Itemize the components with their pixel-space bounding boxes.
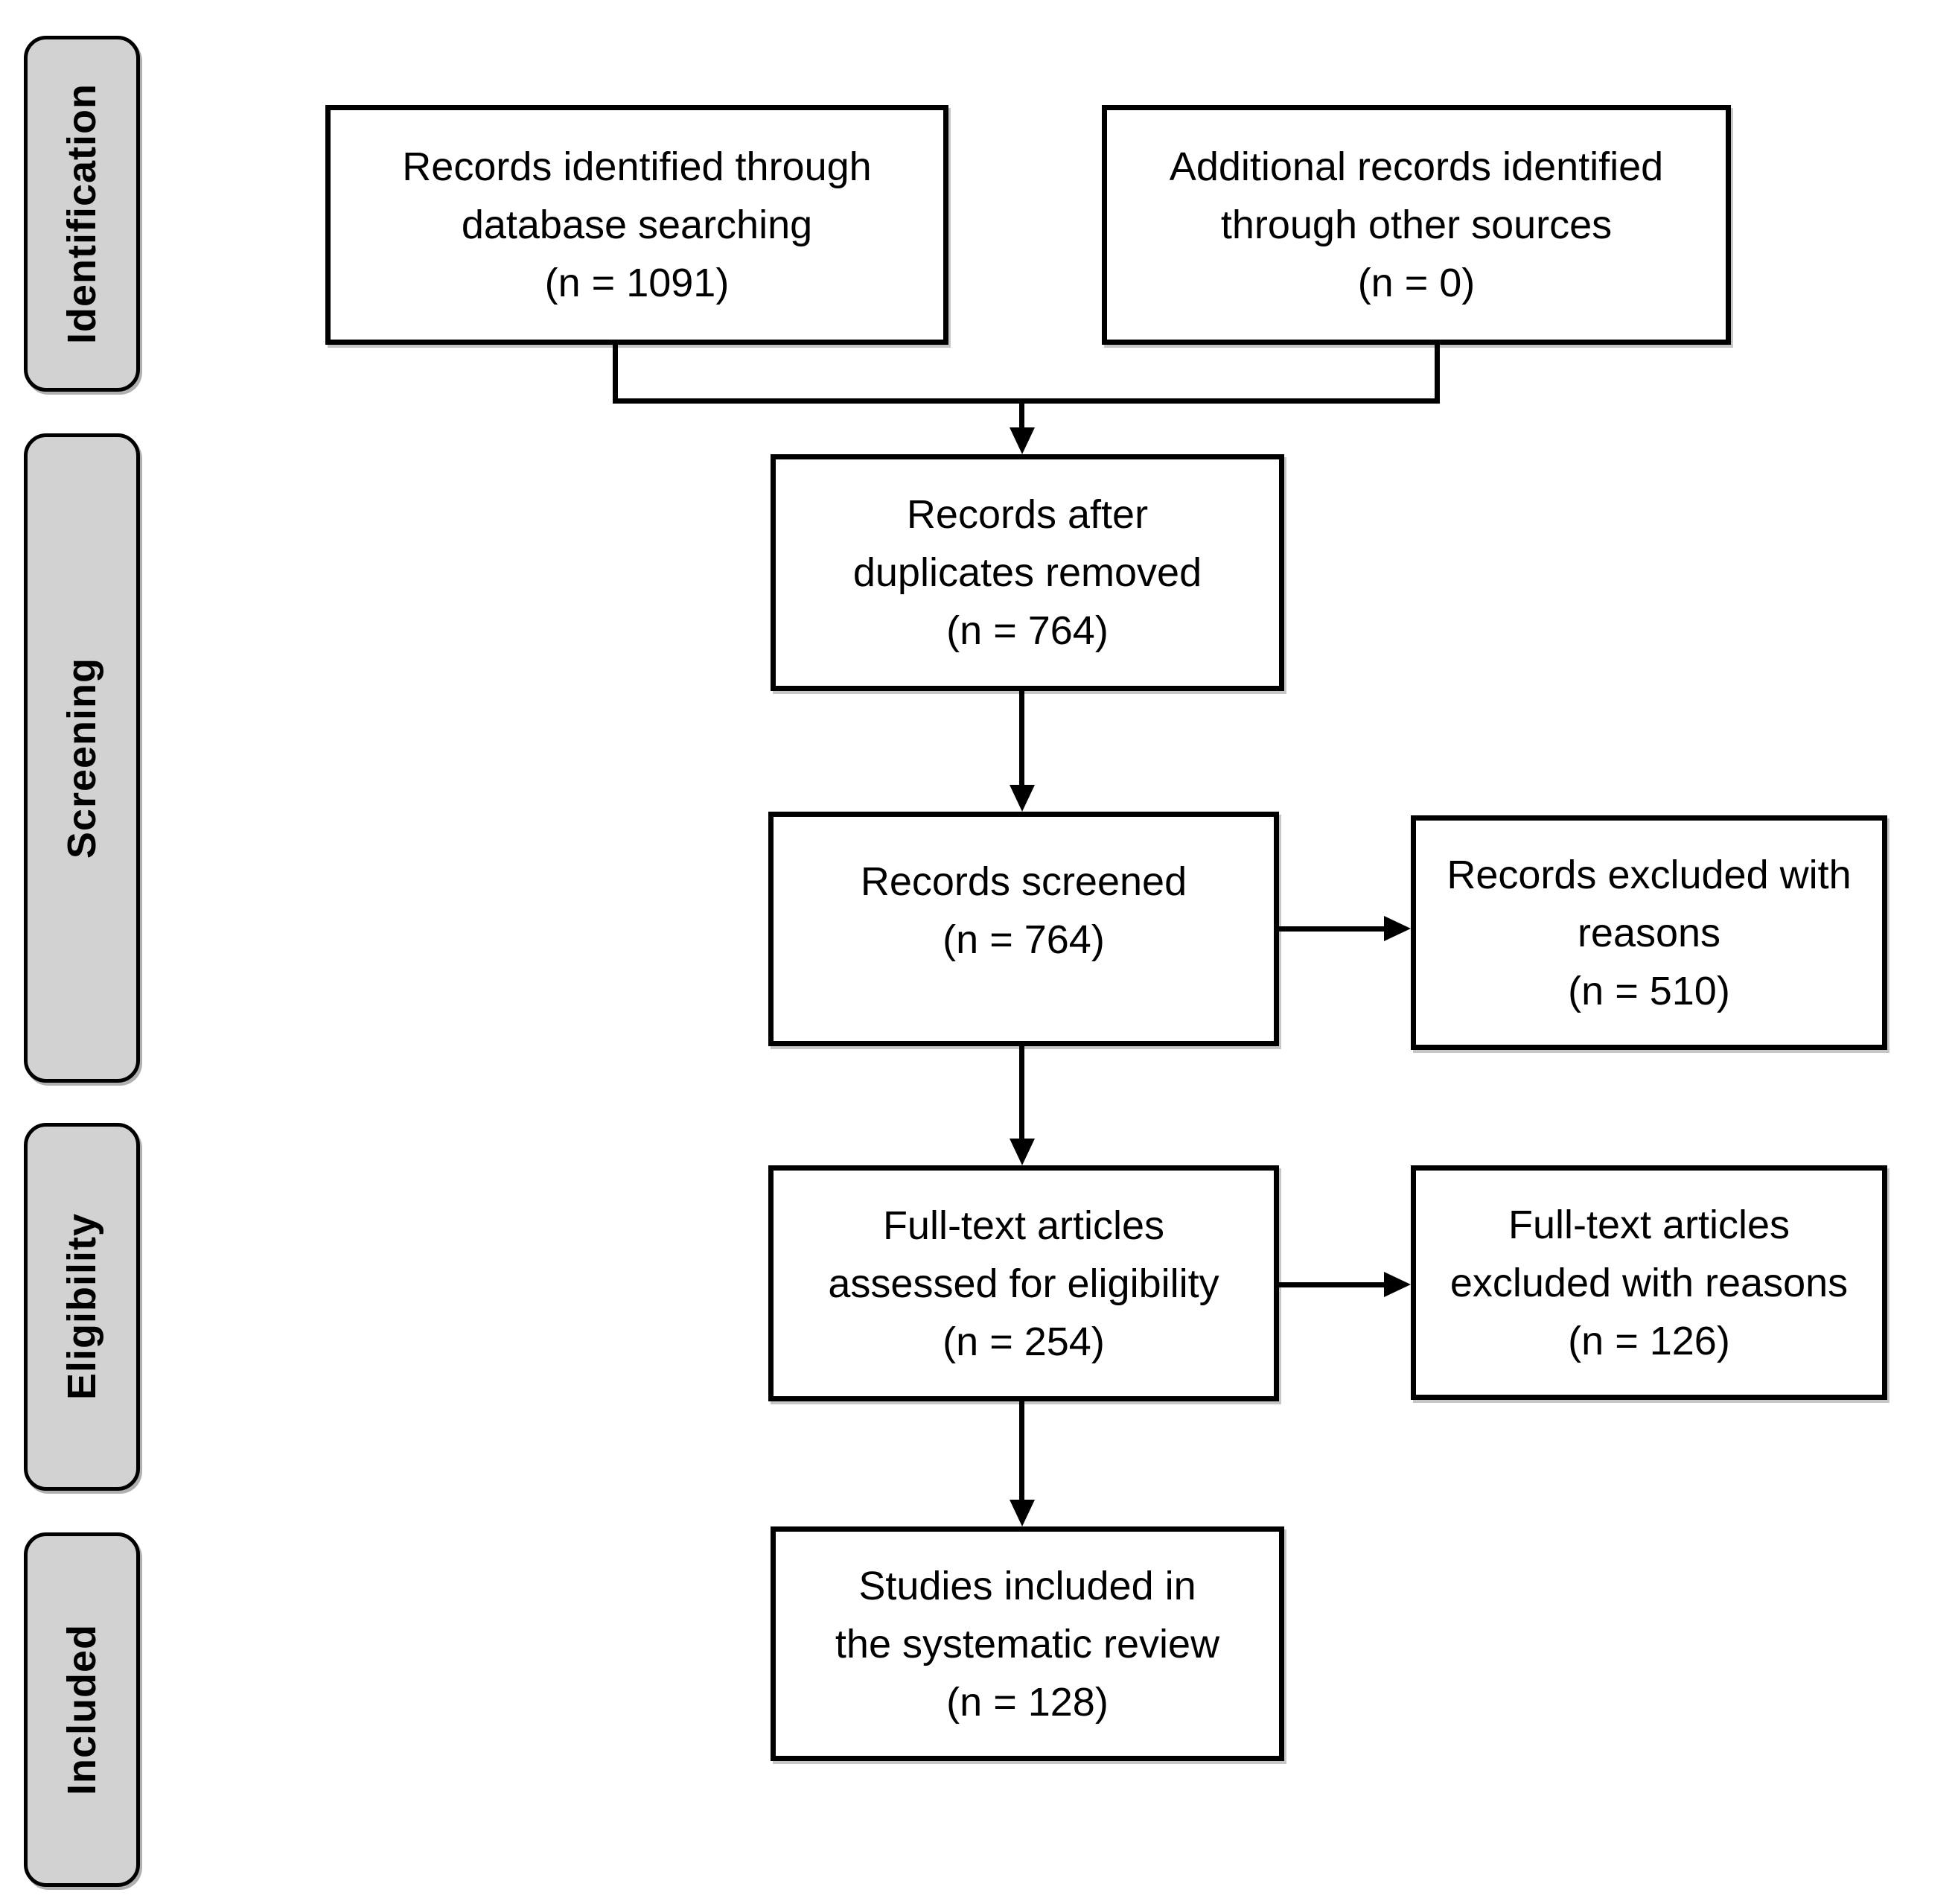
box-additional-records-text: Additional records identified through ot… bbox=[1169, 144, 1664, 305]
arrow-duplicates-to-screened-head bbox=[1010, 785, 1035, 812]
arrow-screened-to-fulltext-head bbox=[1010, 1139, 1035, 1165]
arrow-duplicates-to-screened-line bbox=[1019, 690, 1024, 785]
arrow-fulltext-to-included-head bbox=[1010, 1500, 1035, 1526]
stage-identification: Identification bbox=[24, 36, 140, 392]
box-records-excluded-text: Records excluded with reasons (n = 510) bbox=[1447, 852, 1852, 1013]
stage-label-included: Included bbox=[60, 1623, 104, 1795]
arrow-merge-to-duplicates-line bbox=[1019, 402, 1024, 429]
connector-additional-down-line bbox=[1435, 343, 1440, 404]
stage-screening: Screening bbox=[24, 433, 140, 1083]
box-records-after-duplicates-text: Records after duplicates removed (n = 76… bbox=[852, 492, 1202, 653]
box-fulltext-excluded: Full-text articles excluded with reasons… bbox=[1411, 1165, 1887, 1400]
arrow-fulltext-to-included-line bbox=[1019, 1400, 1024, 1500]
box-fulltext-assessed-text: Full-text articles assessed for eligibil… bbox=[828, 1203, 1219, 1364]
connector-merge-horizontal-line bbox=[613, 398, 1440, 404]
box-records-identified-text: Records identified through database sear… bbox=[402, 144, 872, 305]
box-records-screened: Records screened (n = 764) bbox=[768, 812, 1279, 1046]
stage-label-eligibility: Eligibility bbox=[60, 1213, 104, 1401]
arrow-fulltext-to-excluded-head bbox=[1384, 1272, 1411, 1297]
stage-included: Included bbox=[24, 1532, 140, 1887]
arrow-screened-to-fulltext-line bbox=[1019, 1045, 1024, 1139]
box-studies-included: Studies included in the systematic revie… bbox=[771, 1526, 1284, 1761]
box-studies-included-text: Studies included in the systematic revie… bbox=[835, 1563, 1220, 1725]
box-fulltext-assessed: Full-text articles assessed for eligibil… bbox=[768, 1165, 1279, 1401]
box-records-screened-text: Records screened (n = 764) bbox=[860, 859, 1187, 962]
arrow-screened-to-excluded-line bbox=[1278, 926, 1384, 932]
connector-identified-down-line bbox=[613, 343, 618, 404]
stage-label-identification: Identification bbox=[60, 83, 104, 344]
box-records-excluded: Records excluded with reasons (n = 510) bbox=[1411, 815, 1887, 1050]
arrow-merge-to-duplicates-head bbox=[1010, 427, 1035, 454]
stage-eligibility: Eligibility bbox=[24, 1123, 140, 1491]
stage-label-screening: Screening bbox=[60, 657, 104, 859]
arrow-fulltext-to-excluded-line bbox=[1278, 1282, 1384, 1287]
box-additional-records: Additional records identified through ot… bbox=[1102, 105, 1731, 345]
box-records-identified: Records identified through database sear… bbox=[325, 105, 948, 345]
box-fulltext-excluded-text: Full-text articles excluded with reasons… bbox=[1449, 1202, 1849, 1363]
arrow-screened-to-excluded-head bbox=[1384, 916, 1411, 941]
box-records-after-duplicates: Records after duplicates removed (n = 76… bbox=[771, 454, 1284, 691]
